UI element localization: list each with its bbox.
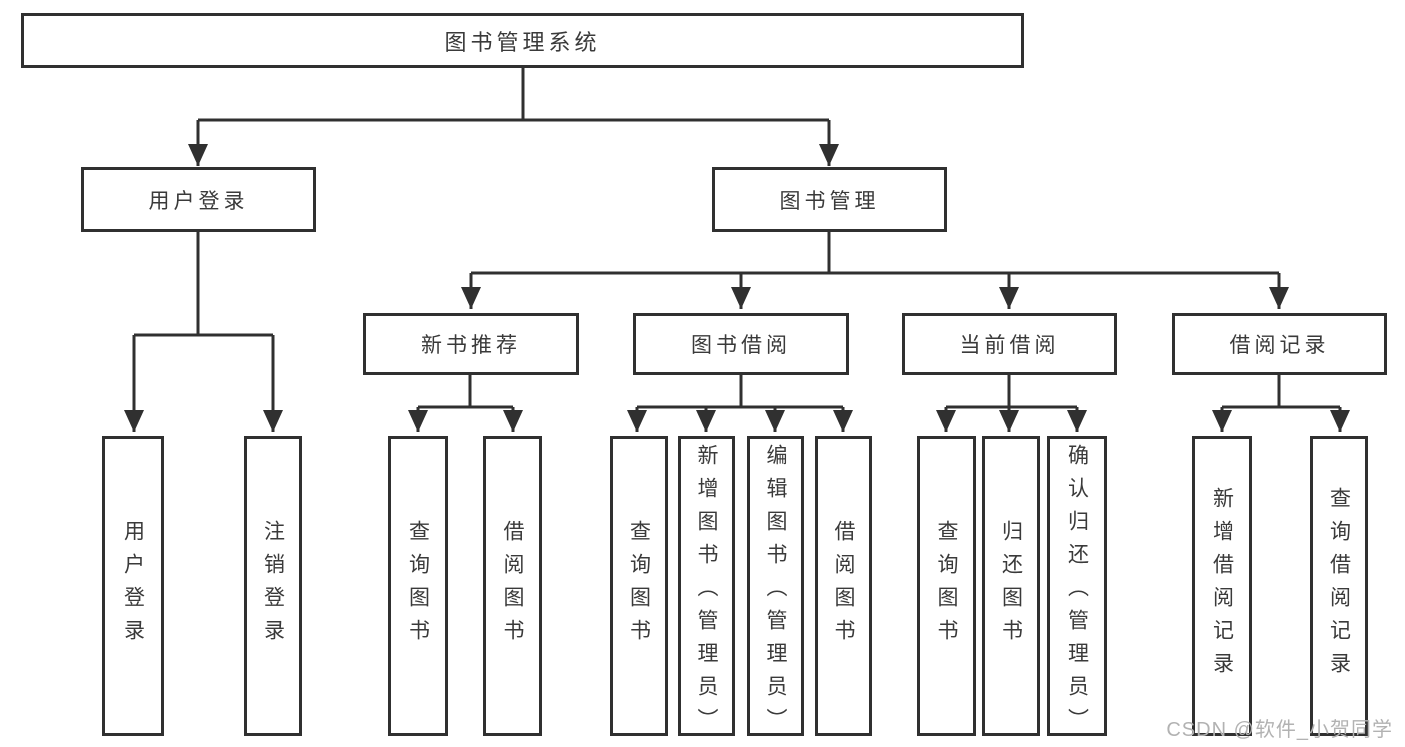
- elbow-book-borrow: [637, 375, 843, 409]
- leaf-records-add-record: 新增借阅记录: [1192, 436, 1252, 736]
- leaf-borrow-query-books: 查询图书: [610, 436, 668, 736]
- node-current-borrow-label: 当前借阅: [959, 334, 1060, 357]
- leaf-borrow-edit-books: 编辑图书（管理员）: [747, 436, 804, 741]
- elbow-new-book-recommend: [418, 375, 513, 409]
- elbow-borrow-records: [1222, 375, 1340, 409]
- leaf-borrow-query-books-label: 查询图书: [627, 520, 651, 652]
- leaf-borrow-add-books-label: 新增图书（管理员）: [695, 444, 718, 741]
- node-user-login: 用户登录: [81, 167, 316, 232]
- elbow-book-management: [471, 232, 1279, 275]
- leaf-recommend-query-books: 查询图书: [388, 436, 448, 736]
- elbow-user-login: [134, 232, 273, 337]
- leaf-logout: 注销登录: [244, 436, 302, 736]
- leaf-borrow-add-books: 新增图书（管理员）: [678, 436, 735, 741]
- elbow-current-borrow: [946, 375, 1077, 409]
- node-book-management: 图书管理: [712, 167, 947, 232]
- node-new-book-recommend-label: 新书推荐: [421, 334, 521, 357]
- leaf-records-add-record-label: 新增借阅记录: [1210, 487, 1234, 685]
- leaf-current-query-books: 查询图书: [917, 436, 976, 736]
- leaf-user-login-label: 用户登录: [121, 520, 145, 652]
- leaf-recommend-borrow-books: 借阅图书: [483, 436, 542, 736]
- node-book-management-label: 图书管理: [779, 189, 880, 213]
- node-current-borrow: 当前借阅: [902, 313, 1117, 375]
- leaf-borrow-edit-books-label: 编辑图书（管理员）: [764, 444, 787, 741]
- node-borrow-records-label: 借阅记录: [1229, 334, 1330, 357]
- leaf-records-query-record: 查询借阅记录: [1310, 436, 1368, 736]
- leaf-current-confirm-return-label: 确认归还（管理员）: [1065, 444, 1089, 741]
- leaf-recommend-borrow-books-label: 借阅图书: [501, 520, 524, 652]
- leaf-user-login: 用户登录: [102, 436, 164, 736]
- leaf-recommend-query-books-label: 查询图书: [406, 520, 430, 652]
- leaf-current-confirm-return: 确认归还（管理员）: [1047, 436, 1107, 741]
- node-new-book-recommend: 新书推荐: [363, 313, 579, 375]
- node-book-borrow-label: 图书借阅: [691, 334, 791, 357]
- node-book-borrow: 图书借阅: [633, 313, 849, 375]
- node-library-system: 图书管理系统: [21, 13, 1024, 68]
- connectors: [124, 68, 1350, 432]
- node-user-login-label: 用户登录: [148, 189, 249, 213]
- leaf-borrow-borrow-books: 借阅图书: [815, 436, 872, 736]
- leaf-logout-label: 注销登录: [261, 520, 285, 652]
- node-borrow-records: 借阅记录: [1172, 313, 1387, 375]
- leaf-current-query-books-label: 查询图书: [935, 520, 958, 652]
- leaf-borrow-borrow-books-label: 借阅图书: [832, 520, 855, 652]
- elbow-root: [198, 68, 829, 122]
- csdn-watermark: CSDN @软件_小贺同学: [1166, 719, 1393, 741]
- leaf-current-return-books-label: 归还图书: [999, 520, 1023, 652]
- node-library-system-label: 图书管理系统: [444, 29, 601, 55]
- leaf-current-return-books: 归还图书: [982, 436, 1040, 736]
- leaf-records-query-record-label: 查询借阅记录: [1327, 487, 1351, 685]
